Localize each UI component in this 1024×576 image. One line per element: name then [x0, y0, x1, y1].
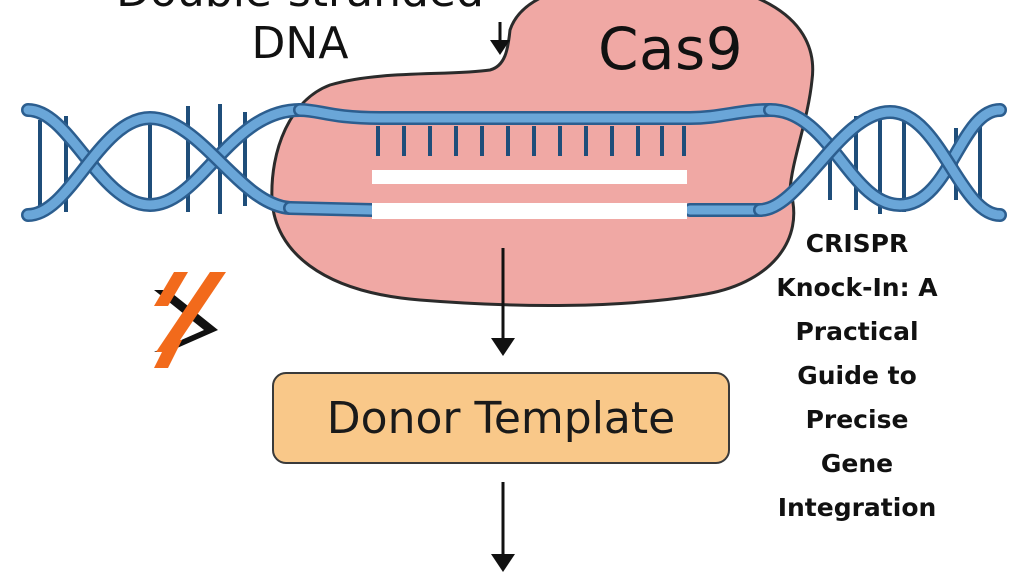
arrow-down-icon: [490, 22, 510, 55]
article-caption: CRISPR Knock-In: A Practical Guide to Pr…: [760, 222, 954, 530]
dna-label: Double-stranded DNA: [60, 0, 540, 70]
exposed-bases: [376, 126, 686, 156]
unwound-dna-region: [283, 103, 777, 217]
caption-line: Gene: [820, 449, 894, 478]
caption-line: Knock-In: A: [776, 273, 938, 302]
cas9-protein-shape: [270, 0, 815, 307]
dna-label-line1: Double-stranded: [116, 0, 484, 17]
cas9-label: Cas9: [598, 15, 744, 83]
left-helix-strands: [21, 103, 307, 222]
logo-icon: [154, 272, 226, 368]
right-helix-strands: [753, 103, 1007, 222]
arrow-down-icon: [491, 248, 515, 356]
donor-template-label: Donor Template: [326, 392, 676, 444]
arrow-down-icon: [491, 482, 515, 572]
cut-gap-bar: [372, 203, 687, 219]
caption-line: Integration: [777, 493, 937, 522]
caption-line: Practical: [795, 317, 919, 346]
donor-template-box: Donor Template: [272, 372, 730, 464]
caption-line: Guide to: [797, 361, 917, 390]
caption-line: Precise: [805, 405, 909, 434]
guide-rna-bar: [372, 170, 687, 184]
caption-line: CRISPR: [805, 229, 909, 258]
dna-label-line2: DNA: [251, 18, 349, 69]
